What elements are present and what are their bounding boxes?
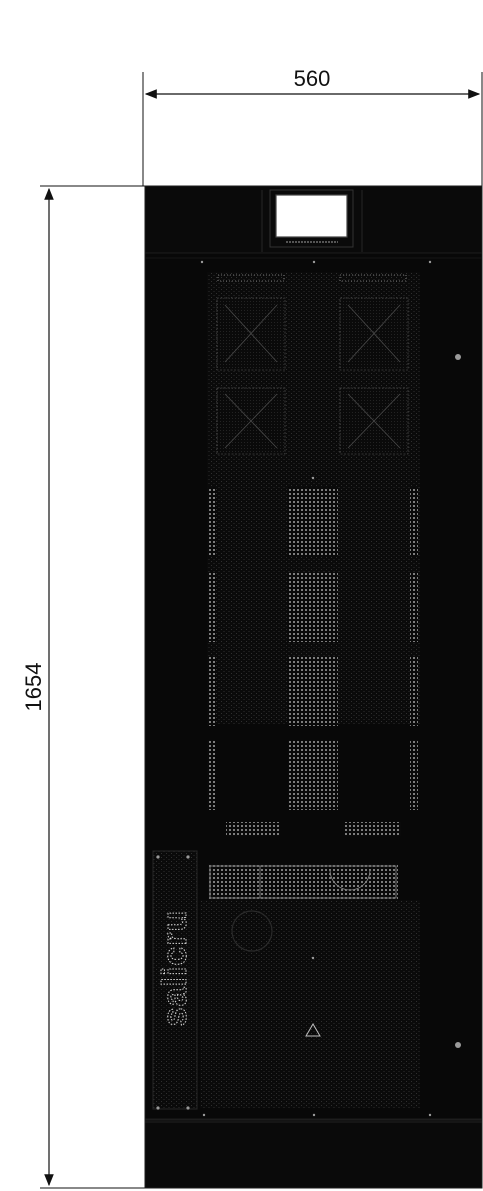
- warning-triangle-icon: [305, 1023, 321, 1037]
- left-vents: [207, 487, 215, 810]
- height-dimension-label: 1654: [21, 663, 46, 712]
- lower-grille: [200, 900, 420, 1108]
- right-vents: [410, 487, 418, 810]
- display-bezel: [269, 189, 354, 248]
- lower-vents: [208, 822, 401, 900]
- logo-panel: [152, 850, 198, 1110]
- display-screen: [275, 194, 348, 238]
- center-vents: [288, 487, 338, 810]
- width-dimension: 560: [142, 66, 483, 186]
- screws: [156, 260, 461, 1117]
- fan-blades: [224, 304, 401, 449]
- plinth: [144, 1119, 483, 1189]
- fan-circle: [231, 910, 273, 952]
- brand-logo: salicru: [156, 910, 194, 1027]
- ups-cabinet: salicru: [144, 185, 483, 1189]
- width-dimension-label: 560: [294, 66, 331, 91]
- height-dimension: 1654: [21, 185, 146, 1189]
